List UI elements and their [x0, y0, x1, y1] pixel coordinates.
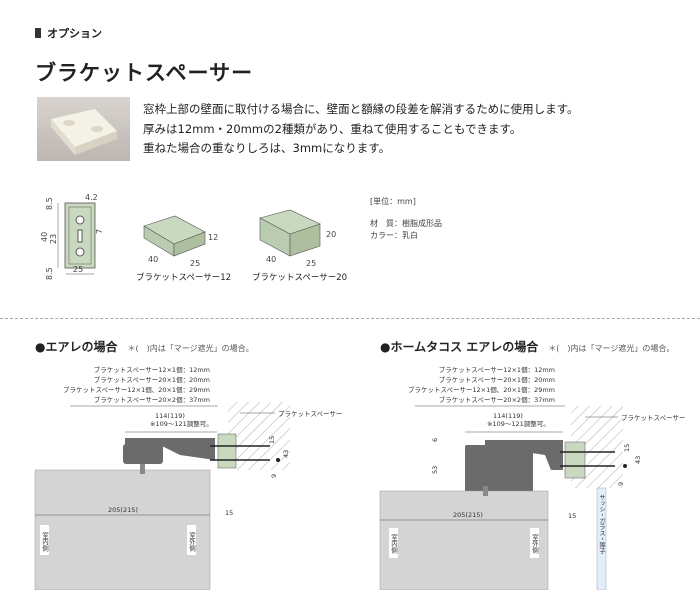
spacer20-drawing: 20 40 25 ブラケットスペーサー20	[252, 209, 347, 283]
label: 40	[40, 232, 49, 242]
unit-label: [単位：mm]	[370, 197, 416, 206]
label: 15	[568, 512, 576, 520]
label: ブラケットスペーサー20×2個：37mm	[94, 395, 210, 404]
label: ※109〜121調整可。	[150, 419, 213, 428]
section-title-hometacos: ●ホームタコス エアレの場合 ＊( )内は「マージ遮光」の場合。	[380, 338, 674, 355]
label: 15	[225, 509, 233, 517]
label: ＊( )内は「マージ遮光」の場合。	[127, 344, 254, 353]
description-line: 重ねた場合の重なりしろは、3mmになります。	[143, 141, 391, 155]
spacer12-drawing: 12 40 25 ブラケットスペーサー12	[136, 215, 231, 283]
spacer-drawings: 8.5 4.2 40 23 7 8.5 25 12 40 25 ブラケットスペー…	[40, 193, 347, 283]
label: 室内側	[41, 531, 49, 552]
label: 20	[326, 230, 336, 239]
label: 25	[306, 259, 316, 268]
label: ブラケットスペーサー20×2個：37mm	[439, 395, 555, 404]
label: 室内側	[390, 533, 398, 554]
label: 43	[634, 456, 642, 464]
label: 205(215)	[453, 511, 483, 519]
label: ※109〜121調整可。	[487, 419, 550, 428]
description-line: 窓枠上部の壁面に取付ける場合に、壁面と額縁の段差を解消するために使用します。	[143, 102, 579, 116]
label: 8.5	[45, 197, 54, 210]
label: 25	[190, 259, 200, 268]
label: ●ホームタコス エアレの場合	[380, 340, 539, 354]
label: ブラケットスペーサー20	[252, 272, 347, 283]
label: 室外側	[188, 531, 196, 552]
label: 205(215)	[108, 506, 138, 514]
description-line: 厚みは12mm・20mmの2種類があり、重ねて使用することもできます。	[143, 121, 522, 136]
label: 7	[95, 229, 104, 234]
label: 114(119)	[155, 412, 185, 420]
label: ブラケットスペーサー20×1個：20mm	[439, 375, 555, 384]
option-text: オプション	[47, 27, 102, 40]
label: ブラケットスペーサー12×1個：12mm	[439, 365, 555, 374]
label: サッシ・ガラス・障子	[598, 494, 605, 554]
label: 9	[617, 482, 625, 486]
section-title-aere: ●エアレの場合 ＊( )内は「マージ遮光」の場合。	[35, 338, 254, 355]
label: ブラケットスペーサー12	[136, 272, 231, 283]
label: 43	[282, 450, 290, 458]
label: 23	[49, 234, 58, 244]
label: ブラケットスペーサー12×1個、20×1個：29mm	[408, 385, 555, 394]
label: 4.2	[85, 193, 98, 202]
hometacos-diagram: ブラケットスペーサー12×1個：12mm ブラケットスペーサー20×1個：20m…	[379, 365, 685, 590]
divider	[0, 318, 700, 319]
label: 15	[268, 436, 276, 444]
label: 室外側	[531, 533, 539, 554]
plan-drawing: 8.5 4.2 40 23 7 8.5 25	[40, 193, 104, 280]
label: 12	[208, 233, 218, 242]
product-photo	[37, 97, 130, 161]
aere-diagram: ブラケットスペーサー12×1個：12mm ブラケットスペーサー20×1個：20m…	[34, 365, 342, 590]
label: ブラケットスペーサー	[621, 413, 685, 422]
label: 6	[431, 438, 439, 442]
description: 窓枠上部の壁面に取付ける場合に、壁面と額縁の段差を解消するために使用します。 厚…	[143, 100, 579, 159]
label: 15	[623, 444, 631, 452]
square-bullet-icon	[35, 28, 41, 38]
label: ブラケットスペーサー	[278, 409, 342, 418]
label: ＊( )内は「マージ遮光」の場合。	[548, 344, 675, 353]
label: 8.5	[45, 267, 54, 280]
color-label: カラー：乳白	[370, 231, 418, 240]
label: ブラケットスペーサー12×1個：12mm	[94, 365, 210, 374]
label: 40	[266, 255, 276, 264]
label: ブラケットスペーサー12×1個、20×1個：29mm	[63, 385, 210, 394]
label: ブラケットスペーサー20×1個：20mm	[94, 375, 210, 384]
label: 114(119)	[493, 412, 523, 420]
material-label: 材 質：樹脂成形品	[370, 219, 442, 228]
label: 9	[270, 474, 278, 478]
spec-block: [単位：mm] 材 質：樹脂成形品 カラー：乳白	[370, 196, 442, 242]
page-title: ブラケットスペーサー	[35, 61, 254, 85]
label: 53	[431, 466, 439, 474]
label: 25	[73, 265, 83, 274]
option-label: オプション	[35, 25, 102, 41]
spacer-image	[51, 109, 117, 155]
label: 40	[148, 255, 158, 264]
label: ●エアレの場合	[35, 340, 118, 354]
